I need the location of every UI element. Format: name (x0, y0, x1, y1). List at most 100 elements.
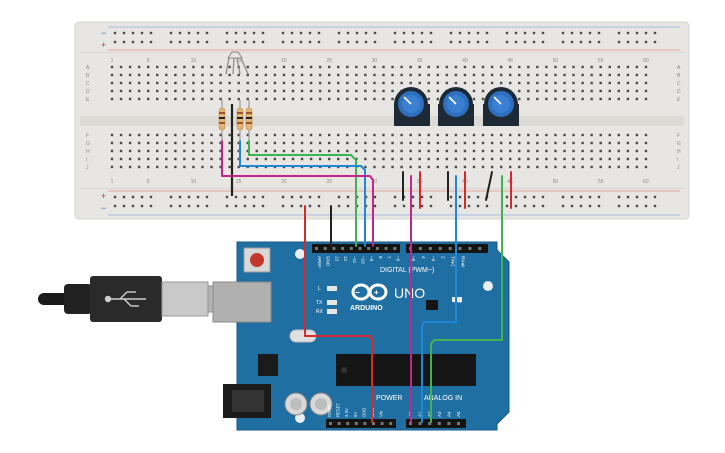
wire-green-a2[interactable] (430, 175, 503, 423)
pin-label: AREF (317, 256, 322, 268)
row-letter: H (86, 149, 90, 155)
pin-label: ~6 (395, 256, 400, 262)
column-number: 5 (147, 58, 150, 64)
pin-label: 8 (378, 256, 383, 259)
tx-led-label: TX (316, 300, 323, 306)
arduino-logo (351, 283, 388, 301)
row-letter: E (86, 97, 90, 103)
column-number: 20 (281, 179, 287, 185)
column-number: 15 (236, 58, 242, 64)
column-number: 50 (553, 179, 559, 185)
pin-label: ~10 (361, 256, 366, 264)
pin-label: 5V (353, 412, 358, 417)
resistor-1[interactable] (218, 100, 226, 140)
row-letter: B (86, 73, 90, 79)
potentiometer-1[interactable] (394, 87, 430, 126)
analog-label: ANALOG IN (424, 395, 462, 402)
pin-label: A3 (437, 411, 442, 417)
pin-label: A4 (446, 411, 451, 417)
pin-label: 3.3V (344, 408, 349, 417)
pin-label: ~11 (352, 256, 357, 264)
digital-header-right[interactable] (406, 244, 488, 253)
column-number: 55 (598, 179, 604, 185)
column-number: 1 (111, 58, 114, 64)
resistor-3[interactable] (245, 100, 253, 140)
row-letter: A (677, 65, 681, 71)
row-letter: G (86, 141, 90, 147)
row-letter: D (86, 89, 90, 95)
column-number: 40 (462, 58, 468, 64)
on-led-label: ON (454, 299, 462, 305)
column-number: 5 (147, 179, 150, 185)
pin-label: 13 (334, 256, 339, 262)
pin-label: 4 (421, 256, 426, 259)
pin-label: A2 (427, 411, 432, 417)
pin-label: ~5 (411, 256, 416, 262)
column-number: 50 (553, 58, 559, 64)
pin-label: RESET (336, 403, 341, 417)
pin-label: 12 (343, 256, 348, 262)
rail-plus-bottom: + (101, 191, 106, 201)
row-letter: D (677, 89, 681, 95)
rgb-led[interactable] (225, 51, 249, 75)
rx-led-label: RX (316, 309, 324, 315)
column-number: 1 (111, 179, 114, 185)
power-label: POWER (376, 395, 402, 402)
wire-blue-pin10[interactable] (239, 140, 366, 247)
power-header[interactable] (326, 419, 396, 428)
potentiometer-3[interactable] (483, 87, 519, 126)
pin-label: ~9 (369, 256, 374, 262)
row-letter: B (677, 73, 681, 79)
pin-label: GND (361, 408, 366, 417)
pin-label: IOREF (327, 404, 332, 417)
row-letter: H (677, 149, 681, 155)
row-letter: E (677, 97, 681, 103)
column-number: 10 (191, 179, 197, 185)
wire-black-pot3[interactable] (485, 171, 493, 201)
wire-green-pin11[interactable] (248, 140, 357, 247)
resistor-2[interactable] (236, 100, 244, 140)
rail-minus-top: − (101, 28, 106, 38)
pin-label: ~3 (431, 256, 436, 262)
wire-blue-a1[interactable] (421, 175, 457, 423)
row-letter: F (677, 133, 680, 139)
column-number: 15 (236, 179, 242, 185)
pin-label: 2 (441, 256, 446, 259)
rail-plus-top: + (101, 40, 106, 50)
column-number: 45 (507, 58, 513, 64)
analog-header[interactable] (406, 419, 466, 428)
model-label: UNO (394, 285, 425, 301)
pin-label: 7 (387, 256, 392, 259)
wire-magenta-pin9[interactable] (221, 140, 374, 247)
column-number: 30 (372, 179, 378, 185)
column-number: 60 (643, 58, 649, 64)
pin-label: TX▸1 (451, 256, 456, 267)
brand-label: ARDUINO (350, 305, 383, 312)
l-led-label: L (318, 286, 321, 292)
wire-red-5v[interactable] (304, 205, 373, 423)
column-number: 30 (372, 58, 378, 64)
column-number: 35 (417, 58, 423, 64)
row-letter: I (677, 157, 678, 163)
potentiometer-2[interactable] (438, 87, 474, 126)
atmega-chip (336, 354, 476, 386)
row-letter: J (86, 165, 89, 171)
row-letter: I (86, 157, 87, 163)
pin-label: Vin (379, 410, 384, 417)
arduino-uno-board[interactable]: − + UNO ARDUINO DIGITAL (PWM~) POWER ANA… (212, 241, 510, 431)
row-letter: J (677, 165, 680, 171)
pin-label: RX◂0 (461, 256, 466, 268)
row-letter: C (86, 81, 90, 87)
header-pins[interactable] (315, 247, 482, 425)
row-letter: A (86, 65, 90, 71)
logo-plus-icon: + (374, 288, 379, 297)
digital-header-left[interactable] (312, 244, 400, 253)
column-number: 10 (191, 58, 197, 64)
pin-label: GND (326, 256, 331, 267)
pin-label: A5 (456, 411, 461, 417)
